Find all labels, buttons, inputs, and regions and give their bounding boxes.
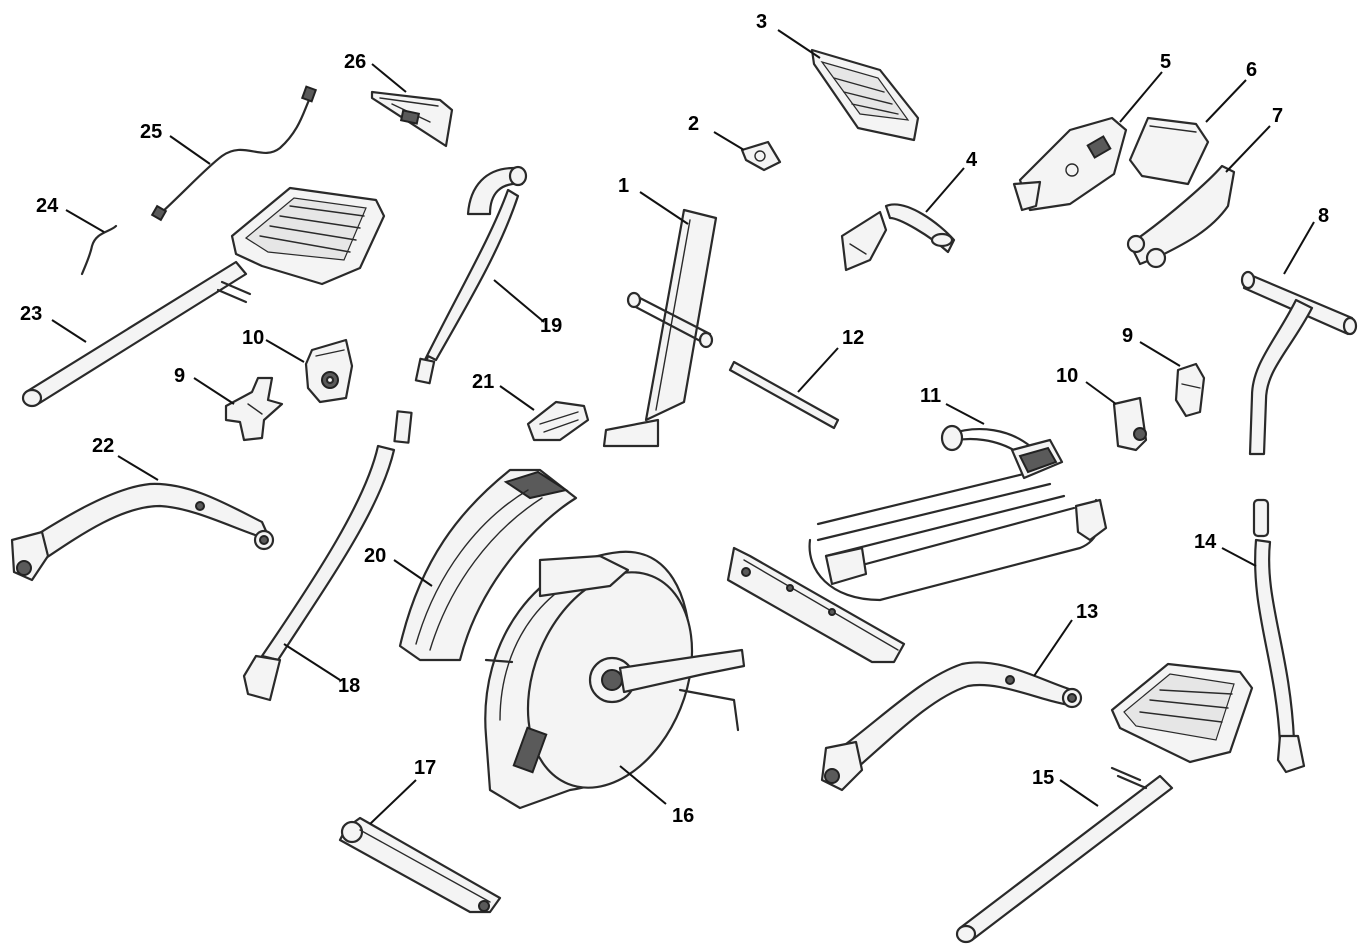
part-1-upright <box>602 208 718 448</box>
callout-11: 11 <box>920 385 941 407</box>
callout-15: 15 <box>1032 767 1054 789</box>
part-13-right-lower-arm <box>820 661 1083 792</box>
callout-9-right: 9 <box>1122 325 1133 347</box>
callout-14: 14 <box>1194 531 1217 553</box>
callout-18: 18 <box>338 675 360 697</box>
part-8-right-upper-handle <box>1240 270 1358 456</box>
part-10-pivot-right <box>1112 396 1148 452</box>
callout-13: 13 <box>1076 601 1098 623</box>
callout-1: 1 <box>618 175 629 197</box>
part-21-foot-cap <box>526 400 590 442</box>
callout-7: 7 <box>1272 105 1283 127</box>
part-19-left-upper-handle <box>414 165 528 385</box>
callout-21: 21 <box>472 371 494 393</box>
callout-19: 19 <box>540 315 562 337</box>
part-16-flywheel-housing <box>484 550 746 810</box>
callout-4: 4 <box>966 149 978 171</box>
part-26-top-cover <box>370 90 454 148</box>
part-10-pivot-left <box>304 338 354 404</box>
part-17-rear-stabilizer <box>338 816 502 914</box>
callout-25: 25 <box>140 121 162 143</box>
part-3-console <box>810 48 920 142</box>
part-12-axle-rod <box>728 360 840 430</box>
callout-6: 6 <box>1246 59 1257 81</box>
part-23-left-pedal-arm <box>21 186 386 408</box>
part-9-bracket-right <box>1174 362 1206 418</box>
callout-26: 26 <box>344 51 366 73</box>
callout-3: 3 <box>756 11 767 33</box>
part-15-right-pedal-arm <box>955 662 1254 944</box>
callout-2: 2 <box>688 113 699 135</box>
part-11-rail-frame <box>808 424 1108 602</box>
part-20-front-shroud <box>398 468 578 662</box>
part-24-wire <box>80 224 118 276</box>
part-9-bracket-left <box>224 376 284 442</box>
part-11-front-stabilizer <box>726 546 906 664</box>
callout-12: 12 <box>842 327 864 349</box>
part-18-left-lower-handle <box>242 410 413 702</box>
callout-10-right: 10 <box>1056 365 1078 387</box>
callout-labels: 1 2 3 4 5 6 7 8 9 10 11 12 13 14 15 16 1… <box>20 11 1329 827</box>
callout-22: 22 <box>92 435 114 457</box>
callout-24: 24 <box>36 195 59 217</box>
callout-17: 17 <box>414 757 436 779</box>
callout-9-left: 9 <box>174 365 185 387</box>
callout-23: 23 <box>20 303 42 325</box>
part-14-right-lower-handle <box>1252 498 1306 774</box>
part-4-console-mast <box>840 203 956 272</box>
callout-5: 5 <box>1160 51 1171 73</box>
part-22-left-lower-arm <box>10 482 275 582</box>
callout-20: 20 <box>364 545 386 567</box>
callout-8: 8 <box>1318 205 1329 227</box>
callout-16: 16 <box>672 805 694 827</box>
part-5-shroud-left <box>1012 116 1128 212</box>
leader-lines <box>51 29 1315 825</box>
part-2-cover-plate <box>740 140 782 172</box>
part-25-power-cord <box>150 85 318 222</box>
part-6-bottle-holder <box>1128 116 1210 186</box>
callout-10-left: 10 <box>242 327 264 349</box>
part-7-shroud-right <box>1126 164 1236 269</box>
